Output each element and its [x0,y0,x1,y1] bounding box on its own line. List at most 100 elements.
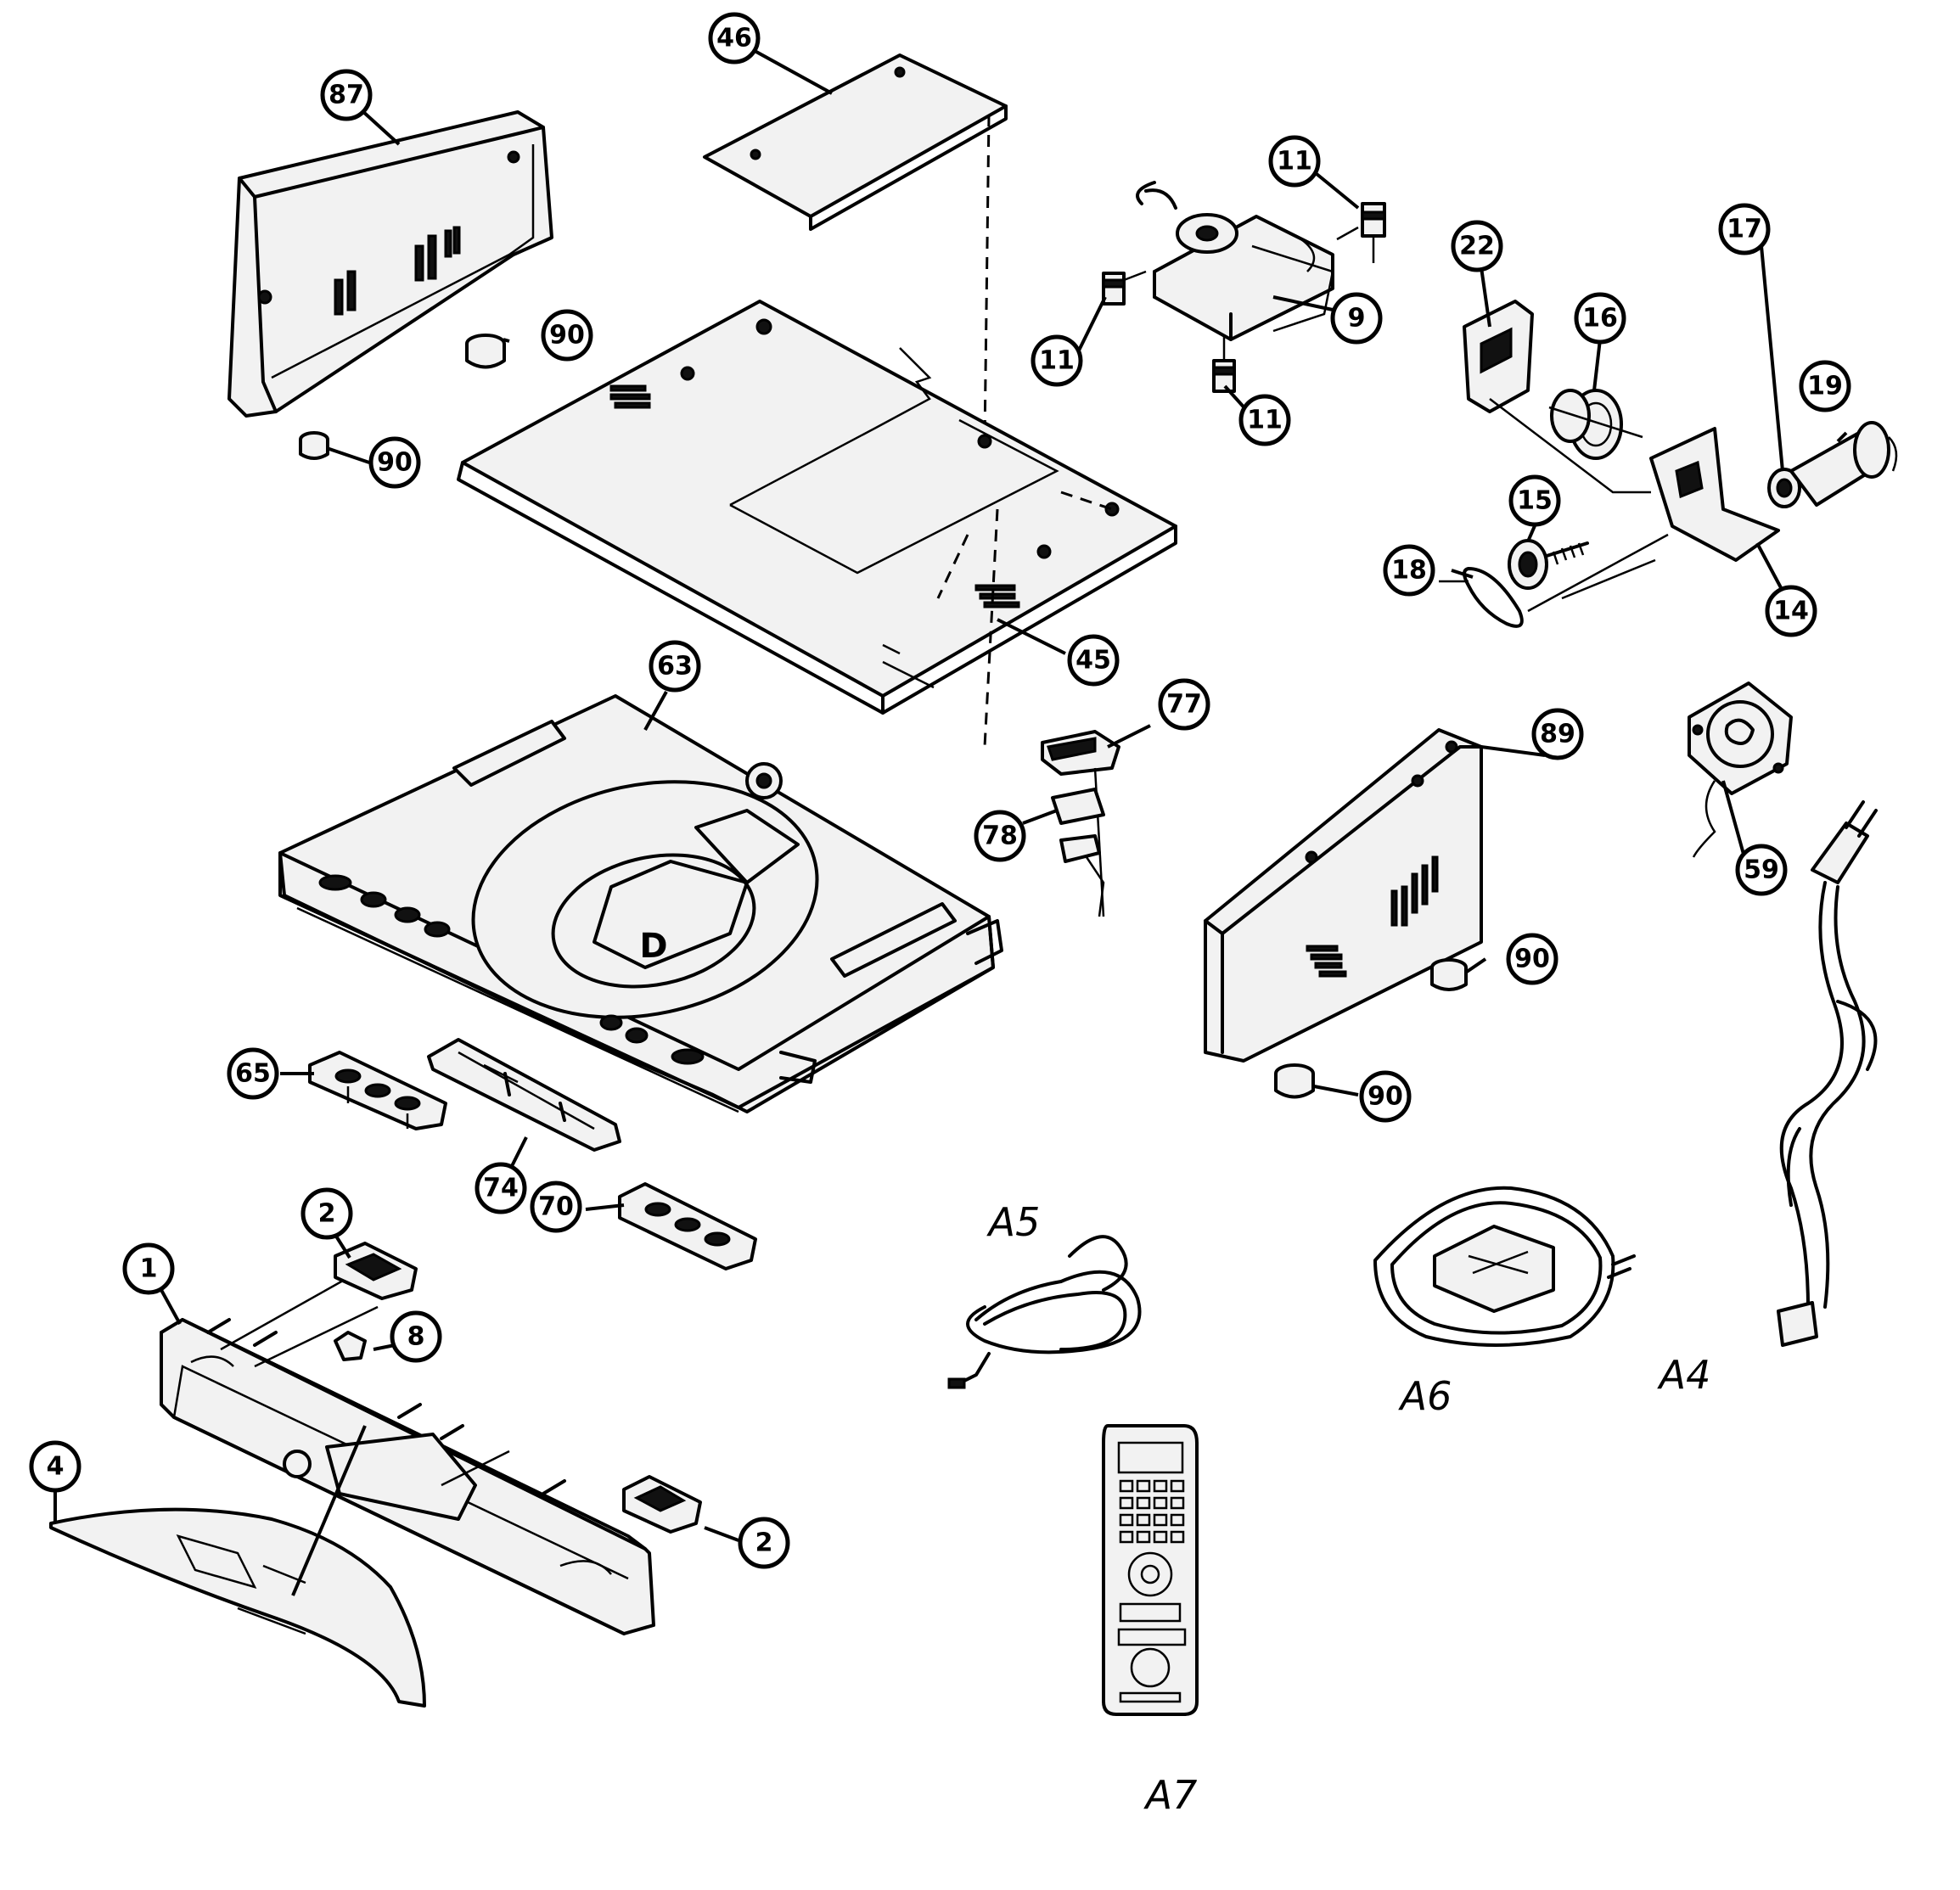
part-45-chassis-plate [457,300,1177,715]
callout-87: 87 [320,69,373,121]
svg-text:19: 19 [1807,372,1843,401]
callout-19: 19 [1799,360,1851,412]
svg-text:70: 70 [538,1192,574,1222]
svg-text:90: 90 [377,448,413,478]
callout-9: 9 [1330,292,1383,345]
svg-text:9: 9 [1348,304,1366,334]
part-65-button-holder [308,1051,447,1130]
svg-text:63: 63 [657,652,693,681]
part-78-sensor [1051,788,1105,917]
svg-text:17: 17 [1727,215,1762,244]
callout-90: 90 [541,309,593,362]
accessory-remote-control [1102,1424,1199,1716]
svg-text:11: 11 [1039,346,1075,376]
part-2-button-upper [334,1242,418,1300]
svg-text:78: 78 [982,822,1018,851]
foot-90-b [299,431,329,460]
svg-text:74: 74 [483,1174,519,1203]
callout-90: 90 [1506,933,1558,985]
part-15-worm-gear [1508,539,1589,590]
callout-11: 11 [1238,394,1291,446]
label-a5: A5 [986,1199,1041,1245]
part-14-motor-bracket [1527,427,1780,613]
svg-text:2: 2 [318,1199,336,1229]
assembly-line-63 [936,491,1113,599]
callout-74: 74 [475,1162,527,1214]
callout-16: 16 [1574,292,1626,345]
part-18-belt [1439,567,1524,628]
callout-17: 17 [1718,203,1771,255]
callout-4: 4 [29,1440,81,1493]
callout-90: 90 [1359,1070,1412,1123]
callout-65: 65 [227,1047,279,1100]
part-46-top-shield [703,53,1008,231]
part-74-slide-lever [427,1038,621,1152]
accessory-cable [947,1235,1142,1389]
part-2-button-lower [622,1475,702,1534]
foot-90-a [465,334,506,369]
callout-90: 90 [368,436,421,489]
svg-text:16: 16 [1582,304,1618,334]
callout-89: 89 [1531,708,1584,760]
leader-lines [53,45,1848,1542]
part-59-fan [1688,681,1793,858]
part-89-side-panel [1204,728,1483,1063]
callout-14: 14 [1765,585,1817,637]
label-a6: A6 [1398,1373,1452,1419]
part-70-button-holder [618,1182,757,1270]
accessory-power-cord [1777,800,1878,1347]
svg-text:89: 89 [1540,720,1575,749]
callout-63: 63 [649,640,701,693]
part-17-pulley [1767,468,1801,508]
damper-11-b [1102,270,1147,306]
svg-text:90: 90 [1368,1082,1403,1112]
callout-2: 2 [738,1517,790,1569]
svg-text:77: 77 [1166,690,1202,720]
foot-90-c [1430,958,1468,991]
part-22-bracket [1463,300,1651,494]
part-87-rear-panel [227,110,553,418]
svg-text:90: 90 [549,321,585,351]
svg-text:4: 4 [47,1452,65,1482]
callout-78: 78 [974,810,1026,862]
svg-text:8: 8 [407,1322,425,1352]
svg-text:15: 15 [1517,486,1553,516]
callout-46: 46 [708,12,761,64]
svg-text:87: 87 [329,81,364,110]
part-77-sensor-holder [1041,730,1120,917]
svg-text:45: 45 [1075,646,1111,676]
callout-59: 59 [1735,844,1788,896]
part-4-display-window [49,1425,426,1708]
callout-15: 15 [1508,474,1561,527]
part-1-front-panel [160,1271,655,1635]
label-a4: A4 [1657,1352,1711,1398]
part-8-knob [334,1331,367,1361]
svg-text:22: 22 [1459,232,1495,261]
svg-text:2: 2 [755,1528,773,1558]
svg-text:90: 90 [1514,945,1550,974]
callout-77: 77 [1158,678,1210,731]
callout-45: 45 [1067,634,1120,687]
damper-11-c [1212,335,1236,393]
callout-18: 18 [1383,544,1435,597]
callout-2: 2 [300,1187,353,1240]
callout-11: 11 [1031,334,1083,387]
svg-text:11: 11 [1277,147,1312,177]
foot-90-d [1274,1063,1315,1099]
svg-text:59: 59 [1744,855,1779,885]
svg-text:46: 46 [716,24,752,53]
svg-text:11: 11 [1247,406,1283,435]
callout-22: 22 [1451,220,1503,272]
callout-1: 1 [122,1242,175,1295]
svg-text:18: 18 [1391,556,1427,586]
accessory-loop-antenna [1373,1186,1636,1347]
callout-70: 70 [530,1181,582,1233]
callout-11: 11 [1268,135,1321,188]
assembly-line-46 [983,114,991,442]
label-a7: A7 [1143,1772,1198,1818]
part-19-motor [1789,421,1898,507]
svg-text:14: 14 [1773,597,1809,626]
part-9-pickup-mechanism [1136,181,1334,341]
part-16-gear [1548,389,1643,460]
